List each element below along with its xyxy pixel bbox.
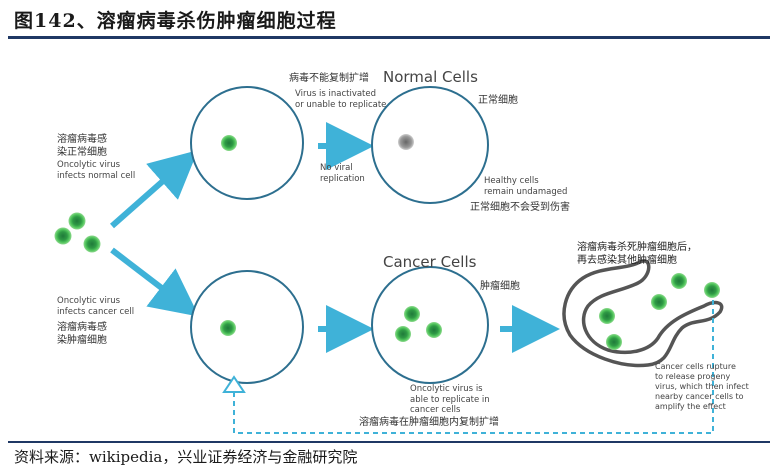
virus-particle	[606, 334, 622, 350]
label-infect-cancer-cn: 溶瘤病毒感 染肿瘤细胞	[57, 322, 107, 346]
virus-particle	[671, 273, 687, 289]
label-rupture-en: Cancer cells rupture to release progeny …	[655, 362, 749, 411]
virus-particle	[221, 135, 237, 151]
normal-cell-infected	[190, 86, 304, 200]
virus-particle	[599, 308, 615, 324]
ruptured-cell-membrane	[562, 259, 724, 368]
label-healthy-cells-cn: 正常细胞不会受到伤害	[470, 202, 570, 213]
virus-particle	[404, 306, 420, 322]
figure-title: 图142、溶瘤病毒杀伤肿瘤细胞过程	[14, 10, 337, 32]
label-healthy-cells-en: Healthy cells remain undamaged	[484, 176, 568, 197]
inactivated-virus	[398, 134, 414, 150]
label-infect-normal-cn: 溶瘤病毒感 染正常细胞	[57, 134, 107, 158]
arrow-to-cancer	[110, 247, 200, 317]
normal-cell-healthy	[371, 86, 489, 204]
reinfection-arrowhead	[222, 375, 246, 393]
virus-particle	[651, 294, 667, 310]
label-replicate-en: Oncolytic virus is able to replicate in …	[410, 384, 490, 416]
label-normal-cell-cn: 正常细胞	[478, 95, 518, 106]
reinfection-loop	[233, 300, 714, 434]
source-rule	[8, 441, 770, 443]
label-no-replication-cn: 病毒不能复制扩增	[289, 73, 369, 84]
label-no-viral-replication-en: No viral replication	[320, 163, 365, 184]
virus-particle	[54, 227, 72, 245]
label-replicate-cn: 溶瘤病毒在肿瘤细胞内复制扩增	[359, 417, 499, 428]
label-kill-reinfect-cn: 溶瘤病毒杀死肿瘤细胞后， 再去感染其他肿瘤细胞	[577, 242, 697, 266]
virus-particle	[395, 326, 411, 342]
virus-particle	[426, 322, 442, 338]
normal-cells-title: Normal Cells	[383, 68, 478, 86]
title-rule	[8, 36, 770, 39]
cancer-cell-infected	[190, 270, 304, 384]
cancer-cells-title: Cancer Cells	[383, 253, 477, 271]
virus-particle	[83, 235, 101, 253]
label-cancer-cell-cn: 肿瘤细胞	[480, 281, 520, 292]
virus-particle	[68, 212, 86, 230]
label-infect-cancer-en: Oncolytic virus infects cancer cell	[57, 296, 135, 317]
virus-particle	[220, 320, 236, 336]
label-infect-normal-en: Oncolytic virus infects normal cell	[57, 160, 136, 181]
arrow-to-normal	[110, 150, 198, 229]
label-virus-inactivated-en: Virus is inactivated or unable to replic…	[295, 89, 387, 110]
virus-particle	[704, 282, 720, 298]
source-note: 资料来源：wikipedia，兴业证券经济与金融研究院	[14, 448, 358, 466]
